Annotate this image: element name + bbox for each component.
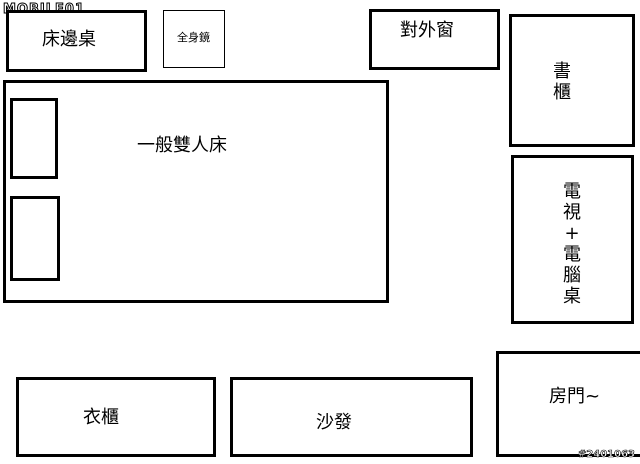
window-label: 對外窗 <box>400 20 454 41</box>
bedside-table-box <box>6 10 147 72</box>
door-label: 房門~ <box>549 386 601 407</box>
window-box <box>369 9 500 70</box>
tv-desk-char: 視 <box>563 202 581 223</box>
tv-desk-char: 腦 <box>563 265 581 286</box>
bookcase-label: 書 櫃 <box>553 61 571 103</box>
bookcase-box <box>509 14 635 147</box>
tv-desk-box <box>511 155 634 324</box>
sofa-label: 沙發 <box>316 412 352 433</box>
tv-desk-char: 桌 <box>563 286 581 307</box>
door-box <box>496 351 640 457</box>
pillow-1 <box>10 98 58 179</box>
wardrobe-label: 衣櫃 <box>83 407 119 428</box>
image-id-watermark: #2401063 <box>577 449 636 461</box>
pillow-2 <box>10 196 60 281</box>
bedside-table-label: 床邊桌 <box>42 29 96 50</box>
full-mirror-box <box>163 10 225 68</box>
tv-desk-char: 電 <box>563 244 581 265</box>
tv-desk-label: 電 視 + 電 腦 桌 <box>563 181 581 307</box>
sofa-box <box>230 377 473 457</box>
bed-label: 一般雙人床 <box>137 135 227 156</box>
full-mirror-label: 全身鏡 <box>177 31 210 44</box>
wardrobe-box <box>16 377 216 457</box>
tv-desk-char: + <box>564 223 580 244</box>
bookcase-char: 櫃 <box>553 82 571 103</box>
bookcase-char: 書 <box>553 61 571 82</box>
tv-desk-char: 電 <box>563 181 581 202</box>
bed-box <box>3 80 389 303</box>
